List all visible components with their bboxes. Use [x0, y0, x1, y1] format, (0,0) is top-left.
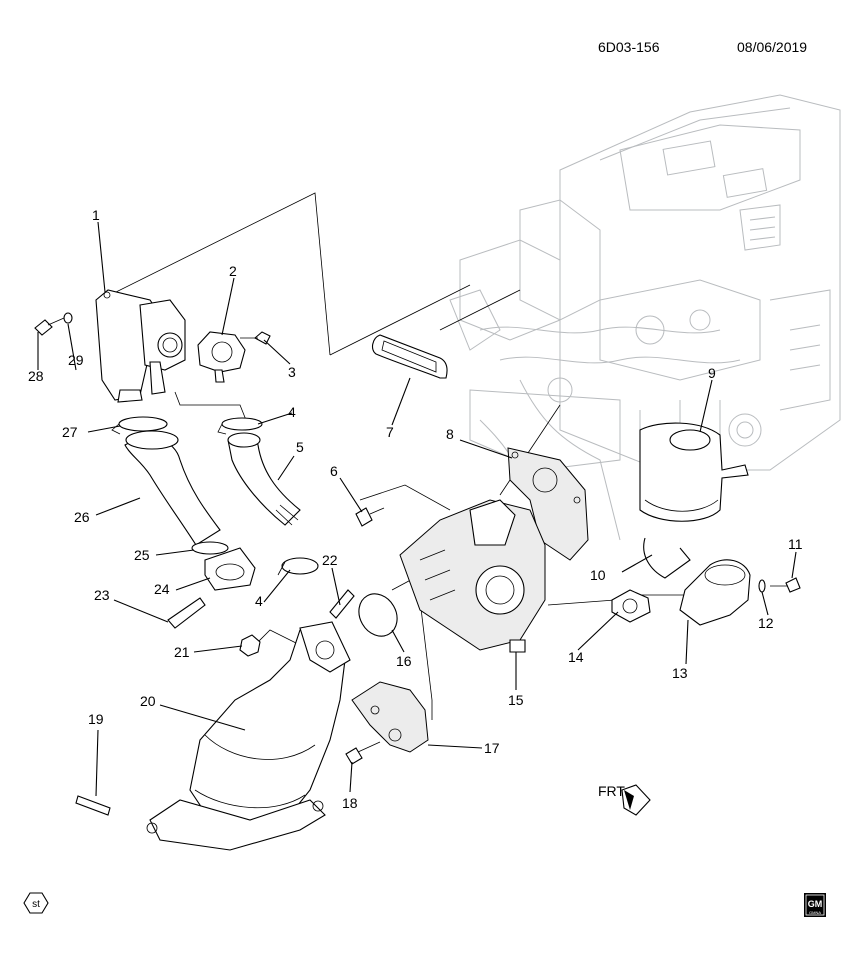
- callout-22: 22: [322, 552, 338, 568]
- callout-8: 8: [446, 426, 454, 442]
- part-17-bracket: [351, 681, 429, 753]
- front-direction-indicator: FRT: [598, 783, 651, 816]
- callout-13: 13: [672, 665, 688, 681]
- part-15-turbocharger: [399, 499, 546, 653]
- engine-block-illustration: [449, 94, 841, 541]
- part-2-valve: [197, 331, 246, 383]
- callout-4-lower: 4: [255, 593, 263, 609]
- gm-logo: GM GMNA: [804, 893, 826, 917]
- callout-17: 17: [484, 740, 500, 756]
- part-22-stud: [329, 589, 355, 619]
- part-7-gasket: [371, 334, 448, 379]
- callout-4-upper: 4: [288, 404, 296, 420]
- callout-1: 1: [92, 207, 100, 223]
- part-13-elbow: [679, 559, 751, 626]
- callout-16: 16: [396, 653, 412, 669]
- callout-numbers: 1 2 3 4 4 5 6 7 8 9 10 11 12 13 14 15 16…: [28, 207, 803, 811]
- st-badge: st: [23, 892, 49, 914]
- callout-29: 29: [68, 352, 84, 368]
- part-29-washer: [63, 312, 73, 324]
- part-8-bracket: [507, 447, 589, 561]
- part-9-heat-shield: [639, 422, 749, 522]
- part-19-stud: [75, 795, 111, 816]
- diagram-date: 08/06/2019: [737, 39, 807, 55]
- part-14-gasket: [611, 589, 651, 623]
- part-23-clip: [167, 597, 206, 629]
- part-11-bolt: [770, 577, 801, 593]
- gm-logo-subtext: GMNA: [809, 910, 821, 915]
- part-4-clamp-lower: [277, 557, 319, 576]
- part-16-seal-ring: [358, 593, 398, 637]
- part-3-bolt: [240, 331, 271, 345]
- callout-28: 28: [28, 368, 44, 384]
- part-5-hose: [227, 432, 301, 526]
- callout-19: 19: [88, 711, 104, 727]
- part-4-clamp-upper: [217, 417, 263, 435]
- callout-21: 21: [174, 644, 190, 660]
- part-21-nut: [239, 634, 261, 657]
- callout-3: 3: [288, 364, 296, 380]
- part-10-clip: [643, 537, 691, 579]
- callout-leaders: [37, 221, 797, 797]
- part-25-clamp: [191, 541, 229, 555]
- gm-logo-text: GM: [808, 899, 823, 909]
- callout-14: 14: [568, 649, 584, 665]
- callout-6: 6: [330, 463, 338, 479]
- callout-5: 5: [296, 439, 304, 455]
- callout-10: 10: [590, 567, 606, 583]
- part-6-bolt: [355, 507, 385, 527]
- part-12-washer: [758, 579, 766, 593]
- part-28-bolt: [34, 317, 65, 336]
- callout-18: 18: [342, 795, 358, 811]
- front-direction-label: FRT: [598, 783, 625, 799]
- callout-27: 27: [62, 424, 78, 440]
- part-1-coolant-outlet: [95, 289, 186, 403]
- callout-20: 20: [140, 693, 156, 709]
- callout-12: 12: [758, 615, 774, 631]
- callout-9: 9: [708, 365, 716, 381]
- part-18-bolt: [345, 741, 381, 765]
- part-24-fitting: [204, 547, 256, 591]
- callout-24: 24: [154, 581, 170, 597]
- diagram-code: 6D03-156: [598, 39, 660, 55]
- st-badge-text: st: [32, 899, 40, 910]
- callout-11: 11: [788, 536, 803, 552]
- callout-15: 15: [508, 692, 524, 708]
- part-26-hose: [124, 430, 221, 546]
- callout-7: 7: [386, 424, 394, 440]
- reference-lines: [109, 192, 690, 720]
- callout-25: 25: [134, 547, 150, 563]
- part-20-catalytic-converter: [146, 621, 351, 851]
- callout-26: 26: [74, 509, 90, 525]
- callout-2: 2: [229, 263, 237, 279]
- callout-23: 23: [94, 587, 110, 603]
